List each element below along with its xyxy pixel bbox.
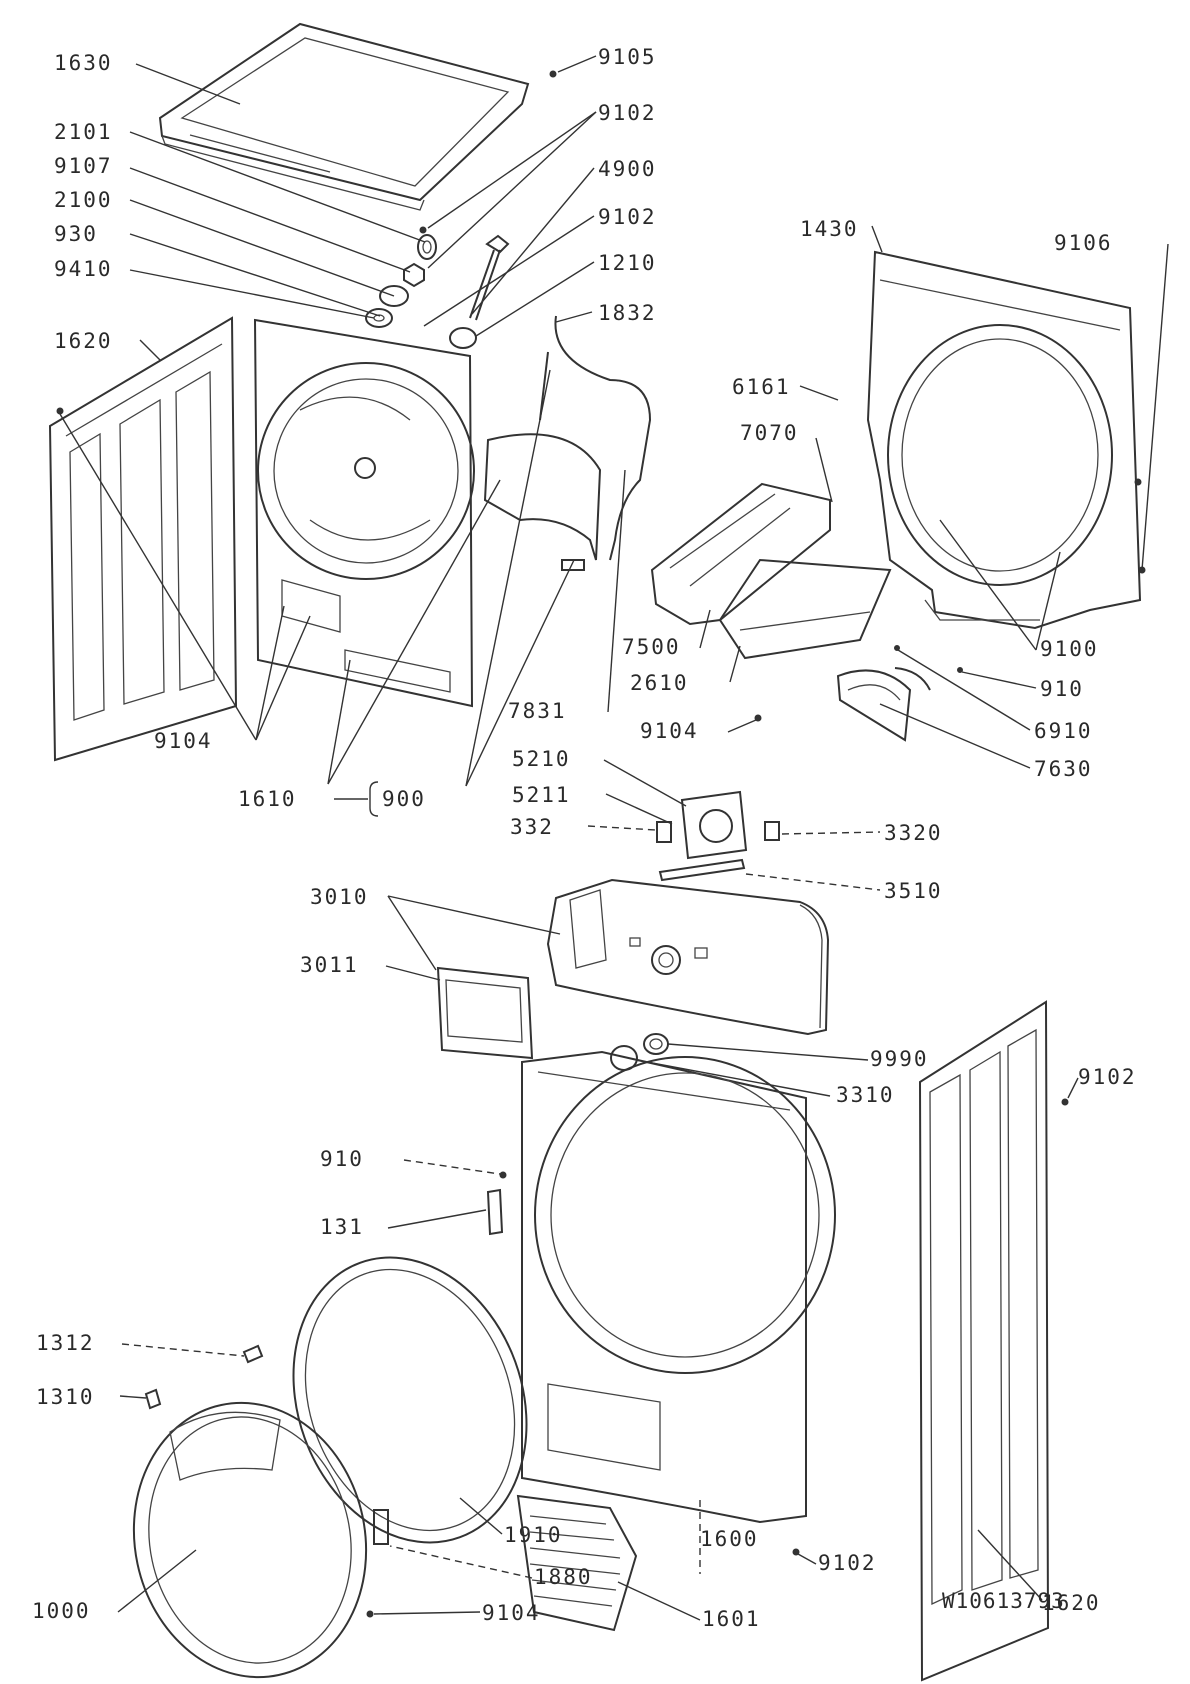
label-2610: 2610 bbox=[630, 671, 689, 695]
condenser-duct bbox=[650, 482, 892, 722]
label-9102-mid: 9102 bbox=[598, 205, 657, 229]
part-labels: 1630 2101 9107 2100 930 9410 1620 9105 9… bbox=[32, 45, 1137, 1631]
label-1000: 1000 bbox=[32, 1599, 91, 1623]
label-9104-mid: 9104 bbox=[640, 719, 699, 743]
label-3510: 3510 bbox=[884, 879, 943, 903]
label-1600: 1600 bbox=[700, 1527, 759, 1551]
label-1210: 1210 bbox=[598, 251, 657, 275]
label-910-front: 910 bbox=[320, 1147, 364, 1171]
label-9104-bot: 9104 bbox=[482, 1601, 541, 1625]
hinge-131 bbox=[486, 1188, 504, 1236]
label-5210: 5210 bbox=[512, 747, 571, 771]
knob-bar-3510 bbox=[658, 858, 746, 882]
label-9104-left: 9104 bbox=[154, 729, 213, 753]
label-5211: 5211 bbox=[512, 783, 571, 807]
screw-9102-bot bbox=[792, 1548, 800, 1556]
label-910-r: 910 bbox=[1040, 677, 1084, 701]
label-1610: 1610 bbox=[238, 787, 297, 811]
latch-1880 bbox=[373, 1509, 389, 1545]
door bbox=[132, 1401, 368, 1679]
left-side-panel bbox=[48, 316, 238, 762]
label-3320: 3320 bbox=[884, 821, 943, 845]
label-3010: 3010 bbox=[310, 885, 369, 909]
vent-grille bbox=[516, 1494, 638, 1632]
label-9990: 9990 bbox=[870, 1047, 929, 1071]
label-9102-bot: 9102 bbox=[818, 1551, 877, 1575]
drawing-code: W10613793 bbox=[942, 1589, 1065, 1613]
label-6161: 6161 bbox=[732, 375, 791, 399]
label-9410: 9410 bbox=[54, 257, 113, 281]
label-9102-right: 9102 bbox=[1078, 1065, 1137, 1089]
screw-9102-right bbox=[1061, 1098, 1069, 1106]
screw-9104-bot bbox=[366, 1610, 374, 1618]
motor-4900 bbox=[449, 234, 510, 349]
label-6910: 6910 bbox=[1034, 719, 1093, 743]
label-1880: 1880 bbox=[534, 1565, 593, 1589]
label-9106: 9106 bbox=[1054, 231, 1113, 255]
label-7500: 7500 bbox=[622, 635, 681, 659]
seal-6910 bbox=[894, 667, 931, 691]
front-panel bbox=[521, 1050, 836, 1524]
label-9100: 9100 bbox=[1040, 637, 1099, 661]
label-131: 131 bbox=[320, 1215, 364, 1239]
screw-9105 bbox=[549, 70, 557, 78]
right-side-panel bbox=[918, 1000, 1050, 1682]
label-7831: 7831 bbox=[508, 699, 567, 723]
label-900: 900 bbox=[382, 787, 426, 811]
bracket-900 bbox=[334, 781, 379, 817]
label-9102-top: 9102 bbox=[598, 101, 657, 125]
knob-9990 bbox=[643, 1033, 669, 1055]
screw-910-right bbox=[894, 645, 963, 673]
control-console bbox=[546, 878, 830, 1036]
air-duct bbox=[483, 433, 602, 561]
label-1312: 1312 bbox=[36, 1331, 95, 1355]
catch-1310 bbox=[144, 1388, 162, 1410]
label-3310: 3310 bbox=[836, 1083, 895, 1107]
rear-panel bbox=[253, 318, 475, 708]
label-7070: 7070 bbox=[740, 421, 799, 445]
screw-9102-top bbox=[419, 226, 427, 234]
label-9107: 9107 bbox=[54, 154, 113, 178]
control-board bbox=[656, 790, 780, 860]
label-1430: 1430 bbox=[800, 217, 859, 241]
water-drawer bbox=[436, 966, 534, 1060]
catch-1312 bbox=[242, 1344, 264, 1364]
leader-lines bbox=[59, 55, 1169, 1621]
label-1620-left: 1620 bbox=[54, 329, 113, 353]
label-3011: 3011 bbox=[300, 953, 359, 977]
label-1630-top: 1630 bbox=[54, 51, 113, 75]
label-1910: 1910 bbox=[504, 1523, 563, 1547]
label-9105: 9105 bbox=[598, 45, 657, 69]
front-bulkhead bbox=[866, 250, 1142, 630]
connector bbox=[561, 559, 585, 571]
label-4900: 4900 bbox=[598, 157, 657, 181]
label-7630: 7630 bbox=[1034, 757, 1093, 781]
bearing-parts bbox=[365, 234, 437, 328]
filter-7630 bbox=[836, 669, 912, 742]
label-2101: 2101 bbox=[54, 120, 113, 144]
label-1310: 1310 bbox=[36, 1385, 95, 1409]
top-panel bbox=[158, 22, 530, 211]
label-1620-right: 1620 bbox=[1042, 1591, 1101, 1615]
screw-910-front bbox=[499, 1171, 507, 1179]
label-2100: 2100 bbox=[54, 188, 113, 212]
label-332-left: 332 bbox=[510, 815, 554, 839]
label-1832: 1832 bbox=[598, 301, 657, 325]
label-930: 930 bbox=[54, 222, 98, 246]
label-1601: 1601 bbox=[702, 1607, 761, 1631]
screw-left-panel bbox=[56, 407, 64, 415]
